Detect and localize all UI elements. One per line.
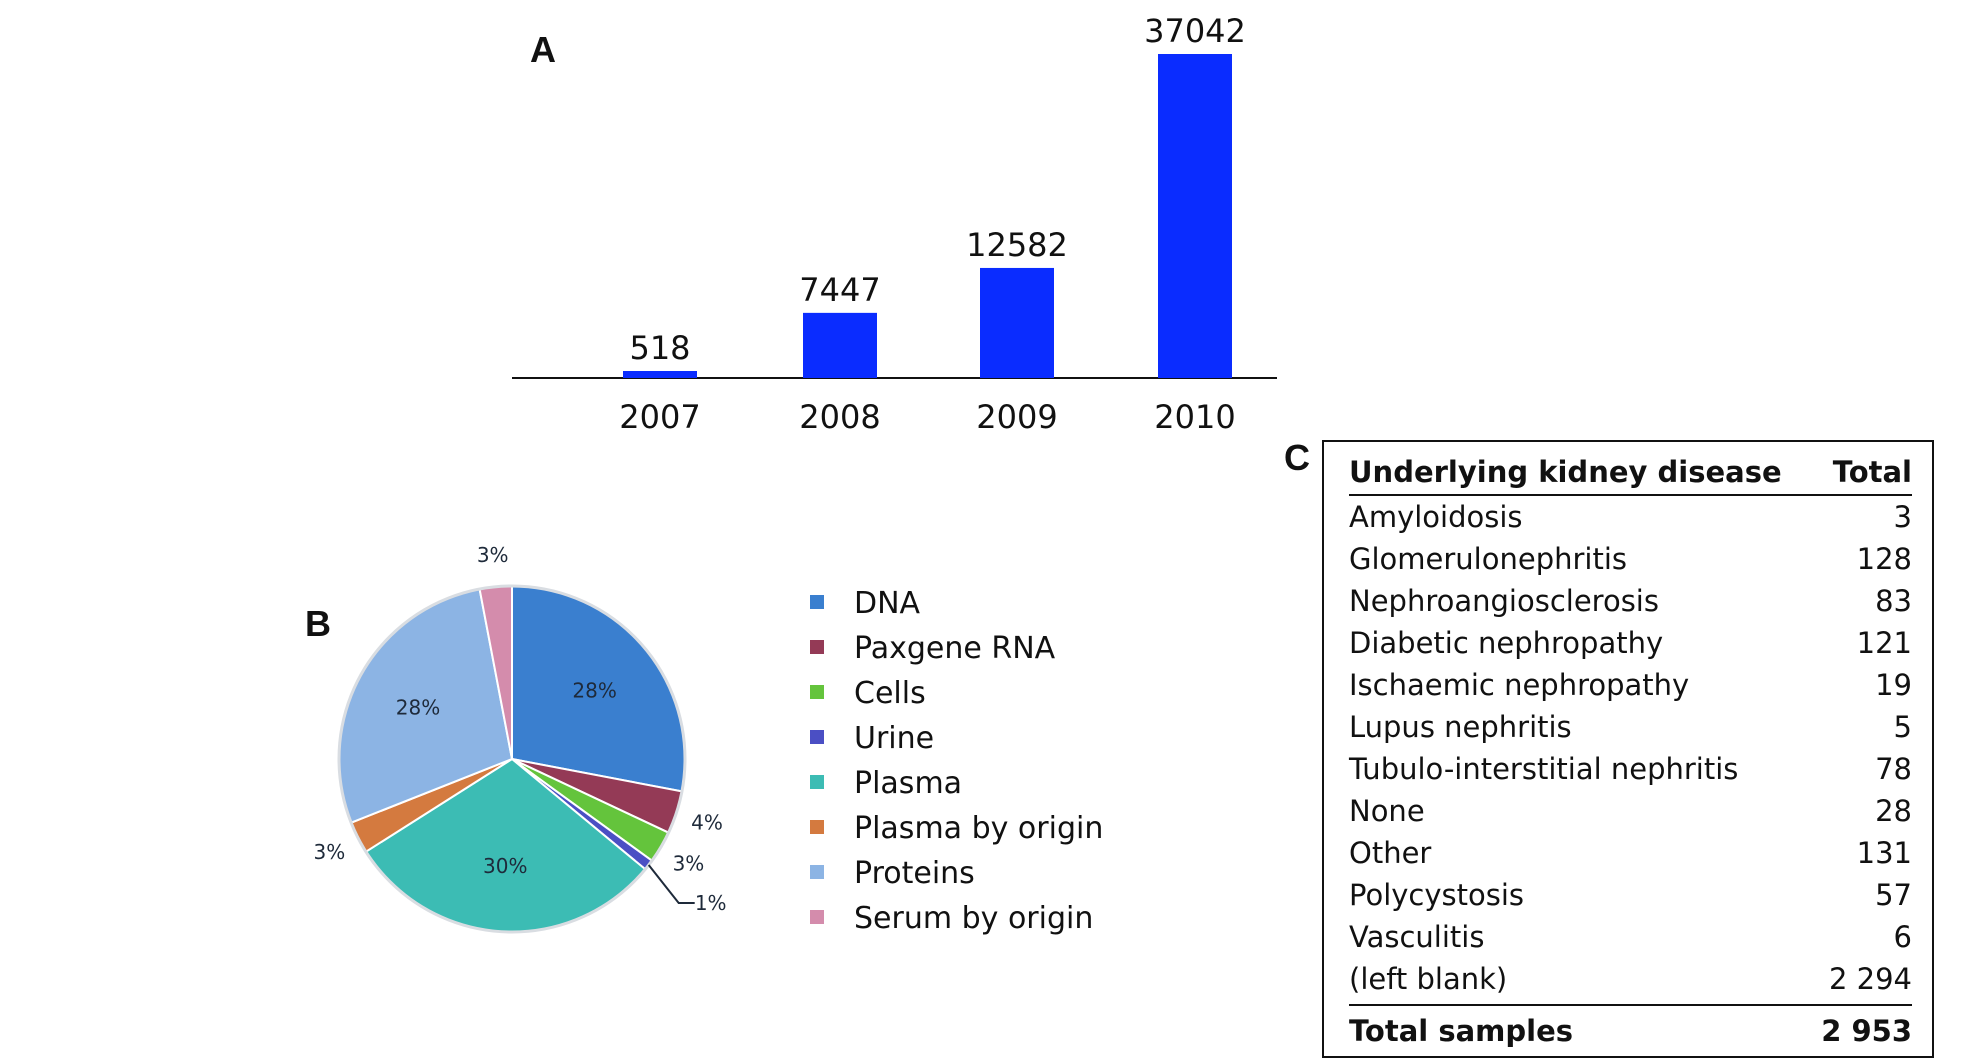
disease-total-cell: 57 xyxy=(1875,878,1912,912)
disease-total-cell: 5 xyxy=(1893,710,1912,744)
bar-2007 xyxy=(623,371,697,378)
legend-label-urine: Urine xyxy=(854,721,934,756)
disease-name-cell: (left blank) xyxy=(1349,962,1508,996)
pie-percent-label-plasma: 30% xyxy=(483,854,527,878)
table-row: Ischaemic nephropathy 19 xyxy=(1349,664,1912,706)
disease-total-cell: 2 294 xyxy=(1828,962,1912,996)
disease-name-cell: None xyxy=(1349,794,1425,828)
table-footer-label: Total samples xyxy=(1349,1004,1815,1056)
disease-total-cell: 3 xyxy=(1893,500,1912,534)
x-tick-label-2007: 2007 xyxy=(619,398,700,436)
bar-2009 xyxy=(980,267,1054,378)
disease-total-cell: 6 xyxy=(1893,920,1912,954)
table-row: Lupus nephritis 5 xyxy=(1349,706,1912,748)
bar-value-label-2008: 7447 xyxy=(799,271,880,309)
x-tick-label-2009: 2009 xyxy=(976,398,1057,436)
disease-name-cell: Other xyxy=(1349,836,1432,870)
table-row: Tubulo-interstitial nephritis 78 xyxy=(1349,748,1912,790)
table-row: (left blank) 2 294 xyxy=(1349,958,1912,1005)
legend-swatch-serum-by-origin xyxy=(810,910,824,924)
legend-swatch-paxgene-rna xyxy=(810,640,824,654)
panel-label-c: C xyxy=(1284,437,1310,478)
legend-label-plasma-by-origin: Plasma by origin xyxy=(854,811,1103,846)
legend-swatch-urine xyxy=(810,730,824,744)
disease-name-cell: Nephroangiosclerosis xyxy=(1349,584,1659,618)
disease-name-cell: Polycystosis xyxy=(1349,878,1525,912)
pie-leader-line-urine xyxy=(647,864,695,905)
legend-swatch-proteins xyxy=(810,865,824,879)
disease-name-cell: Glomerulonephritis xyxy=(1349,542,1627,576)
table-row: Other 131 xyxy=(1349,832,1912,874)
legend-swatch-dna xyxy=(810,595,824,609)
disease-name-cell: Ischaemic nephropathy xyxy=(1349,668,1690,702)
legend-swatch-plasma xyxy=(810,775,824,789)
table-header-disease: Underlying kidney disease xyxy=(1349,452,1815,496)
table-row: Glomerulonephritis 128 xyxy=(1349,538,1912,580)
bar-value-label-2010: 37042 xyxy=(1144,12,1246,50)
pie-percent-label-urine: 1% xyxy=(695,891,727,915)
table-footer-total: 2 953 xyxy=(1814,1004,1912,1056)
disease-total-cell: 131 xyxy=(1856,836,1912,870)
panel-label-a: A xyxy=(530,29,556,70)
legend-swatch-cells xyxy=(810,685,824,699)
table-row: Diabetic nephropathy 121 xyxy=(1349,622,1912,664)
disease-total-cell: 78 xyxy=(1875,752,1912,786)
disease-total-cell: 28 xyxy=(1875,794,1912,828)
disease-total-cell: 19 xyxy=(1875,668,1912,702)
table-row: None 28 xyxy=(1349,790,1912,832)
pie-percent-label-dna: 28% xyxy=(572,679,616,703)
pie-outline xyxy=(337,584,687,934)
table-row: Polycystosis 57 xyxy=(1349,874,1912,916)
disease-name-cell: Diabetic nephropathy xyxy=(1349,626,1664,660)
legend-label-plasma: Plasma xyxy=(854,766,962,801)
bar-2010 xyxy=(1158,54,1232,378)
table-header-total: Total xyxy=(1814,452,1912,496)
disease-name-cell: Tubulo-interstitial nephritis xyxy=(1349,752,1739,786)
legend-label-proteins: Proteins xyxy=(854,856,975,891)
table-row: Nephroangiosclerosis 83 xyxy=(1349,580,1912,622)
legend-label-cells: Cells xyxy=(854,676,926,711)
pie-percent-label-plasma-by-origin: 3% xyxy=(313,840,345,864)
legend-label-serum-by-origin: Serum by origin xyxy=(854,901,1093,936)
disease-name-cell: Amyloidosis xyxy=(1349,500,1523,534)
legend-label-paxgene-rna: Paxgene RNA xyxy=(854,631,1056,666)
disease-total-cell: 121 xyxy=(1856,626,1912,660)
legend-swatch-plasma-by-origin xyxy=(810,820,824,834)
panel-label-b: B xyxy=(305,603,331,644)
table-header-row: Underlying kidney disease Total xyxy=(1349,452,1912,496)
bar-2008 xyxy=(803,312,877,378)
pie-percent-label-serum-by-origin: 3% xyxy=(477,543,509,567)
table-row: Amyloidosis 3 xyxy=(1349,495,1912,538)
pie-percent-label-paxgene-rna: 4% xyxy=(691,810,723,834)
pie-percent-label-cells: 3% xyxy=(673,851,705,875)
x-tick-label-2008: 2008 xyxy=(799,398,880,436)
disease-total-cell: 128 xyxy=(1856,542,1912,576)
bar-chart: 518 2007 7447 2008 12582 2009 37042 2010 xyxy=(512,12,1277,436)
x-tick-label-2010: 2010 xyxy=(1154,398,1235,436)
kidney-disease-table-panel: Underlying kidney disease Total Amyloido… xyxy=(1322,440,1934,1058)
pie-percent-label-proteins: 28% xyxy=(396,695,440,719)
legend-label-dna: DNA xyxy=(854,586,921,621)
disease-total-cell: 83 xyxy=(1875,584,1912,618)
bar-value-label-2009: 12582 xyxy=(966,226,1068,264)
pie-chart: 28% 4% 3% 1% 30% 3% 28% 3% xyxy=(313,543,727,934)
table-footer-row: Total samples 2 953 xyxy=(1349,1004,1912,1056)
disease-name-cell: Vasculitis xyxy=(1349,920,1485,954)
disease-name-cell: Lupus nephritis xyxy=(1349,710,1572,744)
bar-value-label-2007: 518 xyxy=(629,329,690,367)
table-row: Vasculitis 6 xyxy=(1349,916,1912,958)
kidney-disease-table: Underlying kidney disease Total Amyloido… xyxy=(1349,452,1912,1056)
